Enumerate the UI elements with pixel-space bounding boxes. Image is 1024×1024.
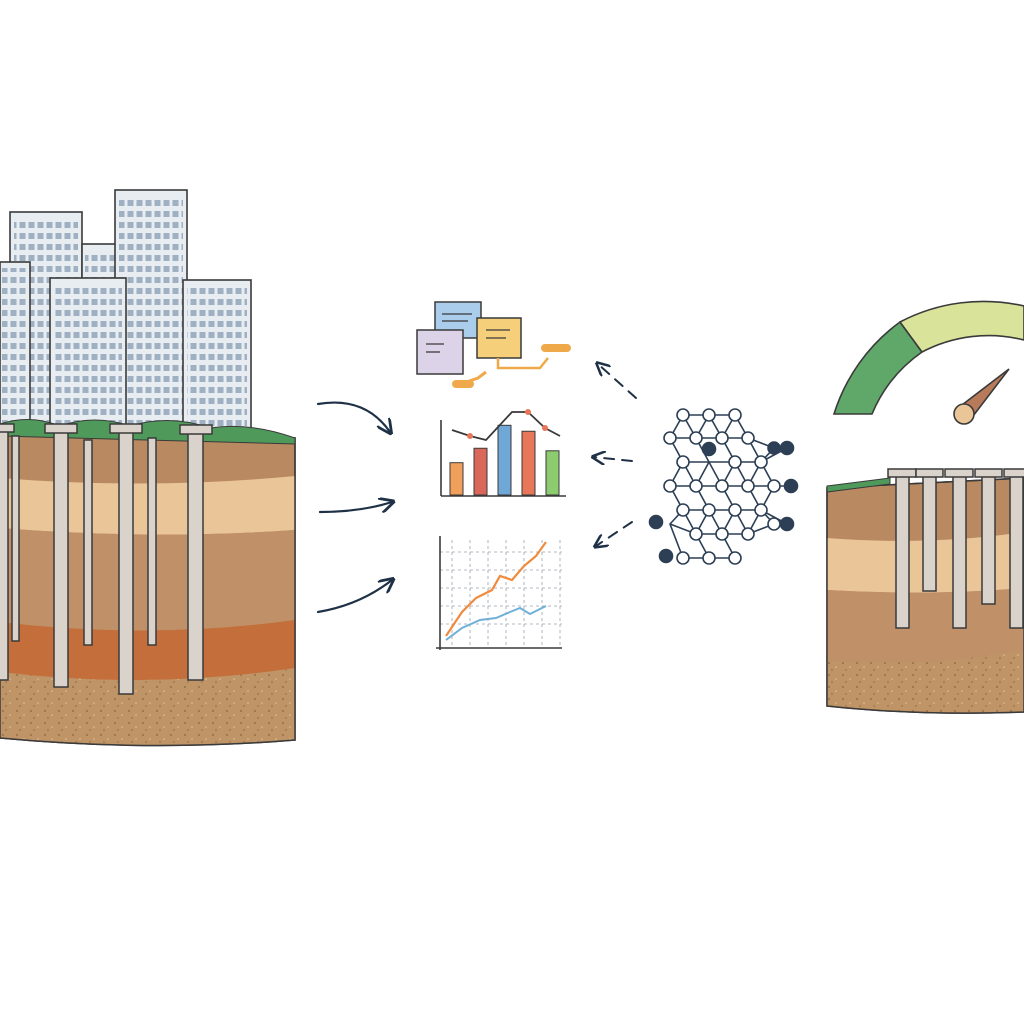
network-node [741, 527, 755, 541]
left-foundation-panel [0, 189, 296, 747]
pile [915, 468, 944, 592]
arrow-to-notes [316, 401, 390, 432]
network-node [689, 431, 703, 445]
pile [1003, 468, 1024, 629]
building [0, 261, 31, 433]
network-node [728, 408, 742, 422]
gauge-segment-lime [898, 300, 1024, 354]
network-node [715, 431, 729, 445]
network-node [676, 551, 690, 565]
line-series-orange [445, 541, 547, 637]
pile [11, 435, 20, 642]
bar-2 [473, 447, 488, 496]
arrow-network-to-notes [598, 364, 637, 399]
network-node [783, 478, 799, 494]
network-node [728, 503, 742, 517]
network-node [779, 440, 795, 456]
gauge-hub [953, 403, 975, 425]
gauge-segment-green [832, 320, 924, 415]
line-chart-grid [440, 540, 562, 648]
pile-group-right [887, 468, 1024, 629]
network-node [689, 479, 703, 493]
network-node [658, 548, 674, 564]
arrow-network-to-bar-chart [594, 457, 633, 461]
feedback-arrows [594, 364, 637, 546]
network-node [702, 503, 716, 517]
pile [147, 437, 157, 646]
network-node [663, 431, 677, 445]
bar-series [449, 424, 560, 496]
bar-chart-icon [440, 409, 566, 497]
network-node [715, 527, 729, 541]
network-node [702, 551, 716, 565]
grass-strip-right [826, 477, 891, 493]
pile [44, 423, 78, 688]
buildings-cluster [0, 189, 252, 433]
bar-4 [521, 430, 536, 496]
pile-group-left [0, 423, 213, 695]
building [49, 277, 127, 433]
pile [944, 468, 974, 629]
network-node [728, 455, 742, 469]
speedometer-gauge-icon [832, 300, 1024, 425]
network-node [754, 503, 768, 517]
soil-section-right [826, 477, 1024, 714]
network-node [676, 503, 690, 517]
network-nodes [648, 408, 799, 565]
arrow-network-to-line-chart [596, 521, 633, 546]
pile [109, 423, 143, 695]
input-arrows [316, 401, 392, 614]
line-series-blue [445, 605, 547, 641]
network-node [676, 408, 690, 422]
bar-1 [449, 462, 464, 496]
pile [974, 468, 1003, 605]
network-node [767, 517, 781, 531]
building [114, 189, 188, 433]
bar-3 [497, 424, 512, 496]
neural-network-icon [648, 408, 799, 565]
network-node [767, 479, 781, 493]
network-node [648, 514, 664, 530]
pile [179, 424, 213, 681]
network-node [715, 479, 729, 493]
network-node [701, 441, 717, 457]
network-node [767, 441, 781, 455]
network-node [741, 479, 755, 493]
network-node [754, 455, 768, 469]
pile [83, 439, 93, 646]
bar-5 [545, 450, 560, 496]
network-node [663, 479, 677, 493]
building [182, 279, 252, 433]
arrow-to-bar-chart [318, 502, 392, 514]
network-node [702, 408, 716, 422]
network-node [779, 516, 795, 532]
right-foundation-panel [826, 468, 1024, 714]
pile [0, 423, 15, 681]
arrow-to-line-chart [316, 580, 392, 614]
pile [887, 468, 917, 629]
network-node [741, 431, 755, 445]
network-node [689, 527, 703, 541]
line-chart-icon [436, 536, 562, 650]
network-node [676, 455, 690, 469]
sticky-note-flowchart-icon [416, 301, 571, 388]
network-node [728, 551, 742, 565]
